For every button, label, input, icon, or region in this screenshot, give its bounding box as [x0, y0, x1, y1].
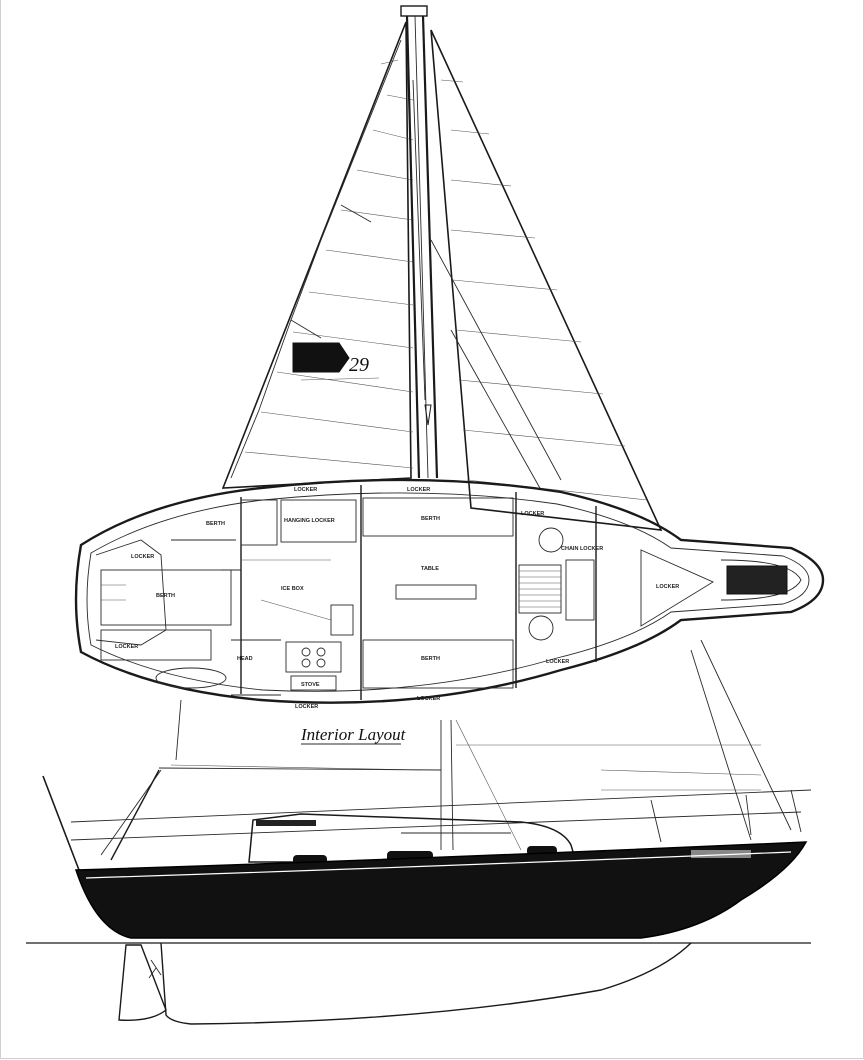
mast: [400, 5, 439, 479]
hull-profile: [26, 767, 812, 1025]
rudder-shape: [118, 944, 167, 1021]
interior-layout-title: Interior Layout: [300, 725, 407, 744]
label-locker-bottom-mid: LOCKER: [417, 696, 440, 702]
label-hanging-locker: HANGING LOCKER: [284, 518, 335, 524]
label-locker-top-right: LOCKER: [407, 487, 430, 493]
companionway-steps: [518, 564, 562, 614]
label-locker-top-left: LOCKER: [294, 487, 317, 493]
label-berth-port: BERTH: [421, 656, 440, 662]
label-stove: STOVE: [301, 682, 320, 688]
label-locker-aft-left-2: LOCKER: [115, 644, 138, 650]
label-locker-bottom-right: LOCKER: [546, 659, 569, 665]
label-locker-fwd: LOCKER: [656, 584, 679, 590]
label-berth-aft: BERTH: [156, 593, 175, 599]
sail-insignia: 29: [292, 342, 380, 381]
mainsail: [221, 21, 414, 489]
jib: [430, 29, 663, 531]
sail-number: 29: [349, 354, 369, 376]
keel-shape: [160, 942, 692, 1025]
label-chain-locker: CHAIN LOCKER: [561, 546, 603, 552]
hull-shape: [74, 841, 808, 939]
label-locker-aft-left: LOCKER: [131, 554, 154, 560]
label-head: HEAD: [237, 656, 253, 662]
label-locker-bottom-left: LOCKER: [295, 704, 318, 710]
label-table: TABLE: [421, 566, 439, 572]
label-berth-starboard: BERTH: [421, 516, 440, 522]
label-berth-quarter: BERTH: [206, 521, 225, 527]
label-locker-mid-right: LOCKER: [521, 511, 544, 517]
label-icebox: ICE BOX: [281, 586, 304, 592]
deck-plan: LOCKER LOCKER LOCKER LOCKER LOCKER LOCKE…: [74, 478, 825, 710]
